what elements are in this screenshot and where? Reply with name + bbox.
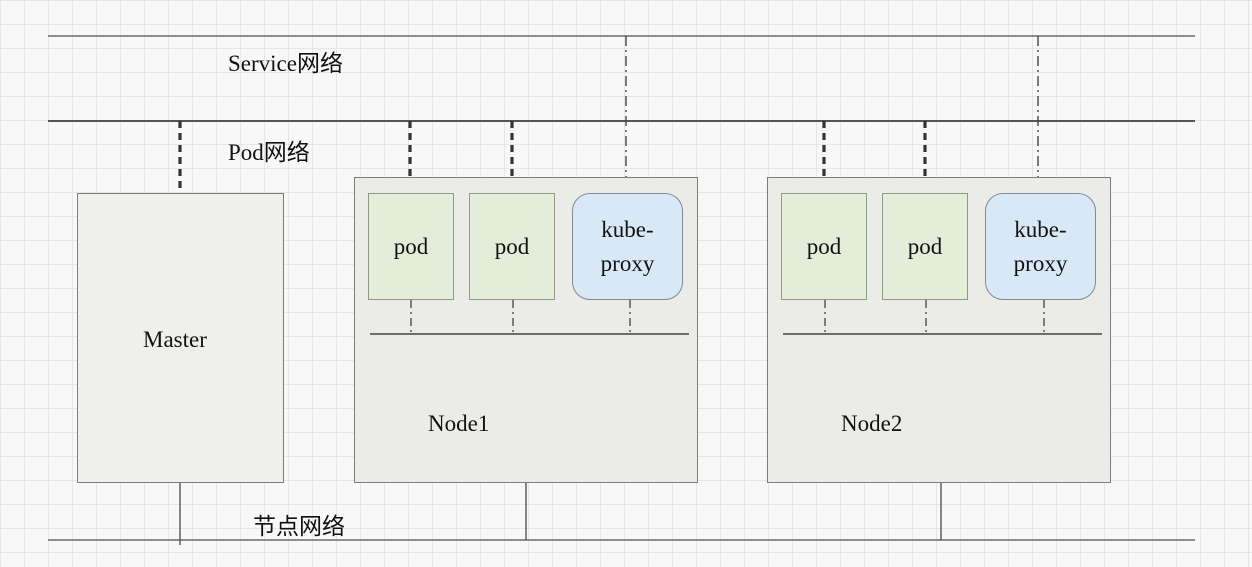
service-network-label: Service网络: [228, 51, 343, 76]
node1-label: Node1: [428, 411, 490, 436]
node2-pod-2: pod: [882, 193, 968, 300]
node1-pod-1: pod: [368, 193, 454, 300]
node2-kube-proxy: kube- proxy: [985, 193, 1096, 300]
node2-label: Node2: [841, 411, 903, 436]
master-box: Master: [77, 193, 284, 483]
master-label: Master: [143, 327, 207, 352]
node-network-label: 节点网络: [253, 514, 345, 539]
node2-box: pod pod kube- proxy Node2: [767, 177, 1111, 483]
node2-internal-bus: [783, 300, 1102, 335]
node1-pod-2: pod: [469, 193, 555, 300]
pod-network-label: Pod网络: [228, 140, 310, 165]
node1-box: pod pod kube- proxy Node1: [354, 177, 698, 483]
node1-kube-proxy: kube- proxy: [572, 193, 683, 300]
node2-pod-1: pod: [781, 193, 867, 300]
node1-internal-bus: [370, 300, 689, 335]
